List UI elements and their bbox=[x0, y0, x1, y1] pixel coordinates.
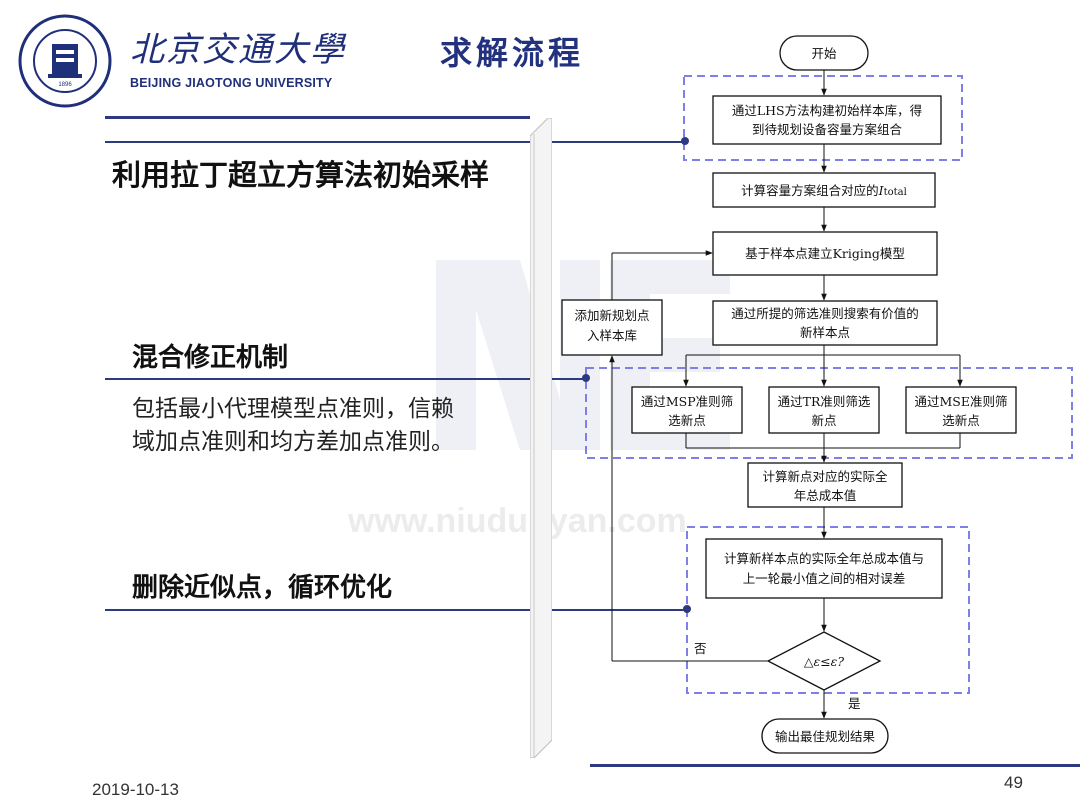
bullet-hybrid-body-2: 域加点准则和均方差加点准则。 bbox=[132, 429, 454, 455]
university-name-en: BEIJING JIAOTONG UNIVERSITY bbox=[130, 76, 333, 90]
bullet-hybrid-body-1: 包括最小代理模型点准则，信赖 bbox=[132, 396, 454, 422]
flow-add-points-box bbox=[561, 299, 663, 356]
bullet-connector-delete bbox=[105, 609, 687, 611]
footer-rule bbox=[590, 764, 1080, 767]
header-rule bbox=[105, 116, 530, 119]
bullet-lhs: 利用拉丁超立方算法初始采样 bbox=[112, 158, 490, 192]
connector-dot-hybrid bbox=[582, 374, 590, 382]
flow-kriging-box bbox=[712, 231, 938, 276]
flow-lhs-box bbox=[712, 95, 942, 145]
svg-text:新样本点: 新样本点 bbox=[800, 325, 850, 340]
bullet-connector-lhs bbox=[105, 141, 685, 143]
svg-text:1896: 1896 bbox=[58, 82, 72, 88]
connector-dot-lhs bbox=[681, 137, 689, 145]
dashed-group-lhs bbox=[683, 75, 963, 161]
svg-text:△ε≤ε?: △ε≤ε? bbox=[804, 654, 845, 669]
flow-search-box bbox=[712, 300, 938, 346]
svg-text:通过所提的筛选准则搜索有价值的: 通过所提的筛选准则搜索有价值的 bbox=[731, 306, 919, 321]
svg-text:计算容量方案组合对应的Itotal: 计算容量方案组合对应的Itotal bbox=[741, 183, 907, 198]
svg-text:通过LHS方法构建初始样本库，得: 通过LHS方法构建初始样本库，得 bbox=[732, 103, 922, 118]
flow-output-node bbox=[761, 718, 889, 754]
svg-text:选新点: 选新点 bbox=[668, 413, 706, 428]
svg-text:年总成本值: 年总成本值 bbox=[794, 488, 857, 503]
bullet-connector-hybrid bbox=[105, 378, 585, 380]
svg-text:到待规划设备容量方案组合: 到待规划设备容量方案组合 bbox=[752, 122, 903, 137]
svg-text:通过MSE准则筛: 通过MSE准则筛 bbox=[915, 394, 1008, 409]
svg-text:选新点: 选新点 bbox=[942, 413, 980, 428]
flow-mse-box bbox=[905, 386, 1017, 434]
flow-no-label: 否 bbox=[694, 641, 707, 656]
university-seal-logo: 1896 bbox=[18, 14, 112, 108]
university-name-cn: 北京交通大學 bbox=[130, 30, 346, 70]
flow-msp-box bbox=[631, 386, 743, 434]
svg-text:通过MSP准则筛: 通过MSP准则筛 bbox=[641, 394, 733, 409]
svg-text:计算新点对应的实际全: 计算新点对应的实际全 bbox=[762, 469, 888, 484]
footer-page-number: 49 bbox=[1004, 773, 1023, 792]
flow-actual-cost-box bbox=[747, 462, 903, 508]
svg-text:输出最佳规划结果: 输出最佳规划结果 bbox=[775, 729, 876, 744]
flow-yes-label: 是 bbox=[848, 696, 861, 711]
svg-text:开始: 开始 bbox=[811, 46, 837, 61]
svg-text:添加新规划点: 添加新规划点 bbox=[574, 308, 649, 323]
watermark-text: www.niudunyan.com bbox=[347, 502, 687, 540]
svg-text:入样本库: 入样本库 bbox=[587, 328, 637, 343]
dashed-group-criteria bbox=[585, 367, 1073, 459]
flow-tr-box bbox=[768, 386, 880, 434]
bullet-hybrid-title: 混合修正机制 bbox=[132, 343, 289, 373]
flow-calc-cost-box bbox=[712, 172, 936, 208]
flow-relative-error-box bbox=[705, 538, 943, 599]
svg-text:计算新样本点的实际全年总成本值与: 计算新样本点的实际全年总成本值与 bbox=[724, 551, 924, 566]
svg-text:基于样本点建立Kriging模型: 基于样本点建立Kriging模型 bbox=[745, 246, 905, 261]
connector-dot-delete bbox=[683, 605, 691, 613]
svg-text:通过TR准则筛选: 通过TR准则筛选 bbox=[778, 394, 871, 409]
divider-strip bbox=[530, 118, 552, 758]
svg-text:新点: 新点 bbox=[811, 413, 836, 428]
svg-text:上一轮最小值之间的相对误差: 上一轮最小值之间的相对误差 bbox=[743, 571, 906, 586]
bullet-delete: 删除近似点，循环优化 bbox=[132, 573, 393, 603]
page-title: 求解流程 bbox=[440, 34, 585, 72]
footer-date: 2019-10-13 bbox=[92, 780, 179, 799]
